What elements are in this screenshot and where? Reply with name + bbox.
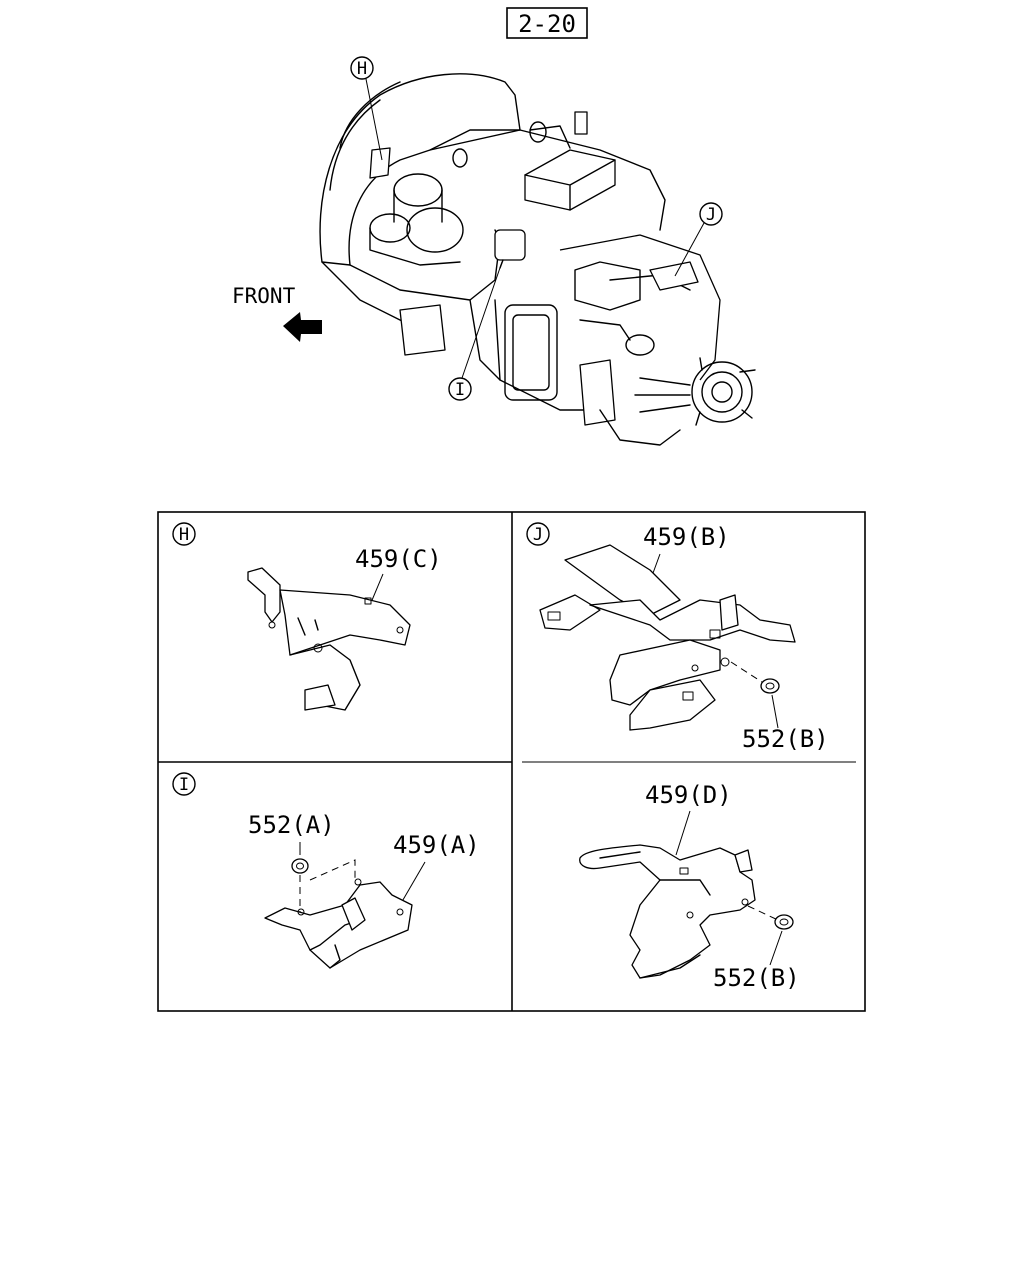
panel-d: 459(D) 552(B) [579, 781, 800, 992]
panel-i-part-label: 459(A) [393, 831, 480, 859]
callout-h: H [350, 56, 383, 161]
nut-552a [291, 858, 356, 912]
panel-j-part-label: 459(B) [643, 523, 730, 551]
bracket-459a [264, 878, 413, 969]
transmission-illustration [319, 73, 756, 446]
front-label: FRONT [232, 284, 296, 308]
reference-label: 2-20 [518, 10, 576, 38]
panel-i-marker: I [179, 775, 189, 795]
reference-box: 2-20 [506, 7, 588, 39]
panel-h-part-label: 459(C) [355, 545, 442, 573]
front-indicator: FRONT [232, 284, 322, 342]
callout-i: I [448, 261, 503, 401]
bracket-459b [539, 544, 796, 731]
detail-grid-frame [157, 511, 866, 1012]
callout-i-letter: I [455, 380, 465, 400]
panel-d-part-label: 459(D) [645, 781, 732, 809]
nut-552b-lower [747, 905, 794, 966]
callout-j: J [674, 202, 723, 277]
front-arrow-icon [283, 312, 322, 342]
callout-h-letter: H [357, 59, 367, 79]
callout-j-letter: J [706, 205, 716, 225]
panel-j-marker: J [533, 525, 543, 545]
panel-j-nut-label: 552(B) [742, 725, 829, 753]
panel-i-nut-label: 552(A) [248, 811, 335, 839]
bracket-459c [247, 567, 411, 711]
panel-d-nut-label: 552(B) [713, 964, 800, 992]
nut-552b-upper [730, 661, 780, 729]
panel-h-marker: H [179, 525, 189, 545]
bracket-459d [579, 844, 756, 979]
panel-j: J 459(B) 552(B) [526, 522, 829, 753]
panel-i: I 552(A) 459(A) [172, 772, 480, 969]
panel-h: H 459(C) [172, 522, 442, 711]
